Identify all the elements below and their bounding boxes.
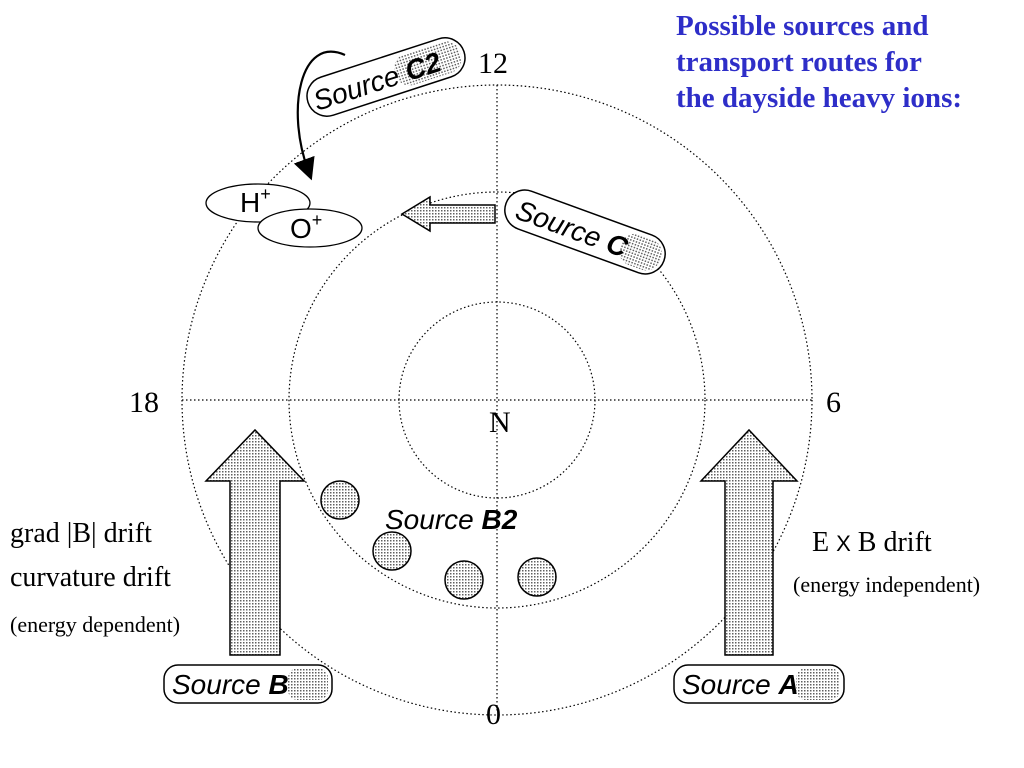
source-c-label: Source C [512, 194, 633, 263]
label-dusk: 18 [129, 386, 159, 419]
o-plus-ellipse [257, 208, 363, 248]
b-transport-arrow [204, 428, 306, 656]
title-line-3: the dayside heavy ions: [676, 82, 963, 114]
source-c2-label: Source C2 [309, 46, 445, 116]
h-plus-label: H+ [240, 184, 271, 218]
note-energy-independent: (energy independent) [793, 572, 980, 597]
source-c2-box: Source C2 [306, 37, 466, 117]
title-line-1: Possible sources and [676, 10, 929, 42]
inner-circle [398, 301, 596, 499]
source-b-box: Source B [163, 664, 333, 704]
label-noon: 12 [478, 47, 508, 80]
diagram-title: Possible sources and transport routes fo… [676, 8, 1021, 116]
note-grad-b-drift: grad |B| drift [10, 518, 152, 549]
source-a-box: Source A [673, 664, 845, 704]
label-center: N [489, 406, 511, 439]
source-c-box: Source C [504, 189, 666, 275]
b2-blob-1 [320, 480, 360, 520]
b2-blob-3 [444, 560, 484, 600]
source-a-label: Source A [682, 669, 799, 700]
middle-circle [288, 191, 706, 609]
c-transport-arrow [400, 195, 496, 233]
b2-blob-2 [372, 531, 412, 571]
o-plus-label: O+ [290, 210, 322, 244]
b2-blob-4 [517, 557, 557, 597]
c2-transport-arrow [293, 50, 346, 181]
label-midnight: 0 [486, 698, 501, 731]
note-e-cross-b-drift: E X B drift [812, 527, 932, 558]
label-dawn: 6 [826, 386, 841, 419]
note-curvature-drift: curvature drift [10, 562, 171, 593]
source-b-label: Source B [172, 669, 289, 700]
title-line-2: transport routes for [676, 46, 922, 78]
note-energy-dependent: (energy dependent) [10, 612, 180, 637]
source-b2-label: Source B2 [385, 504, 518, 535]
a-transport-arrow [699, 428, 799, 656]
